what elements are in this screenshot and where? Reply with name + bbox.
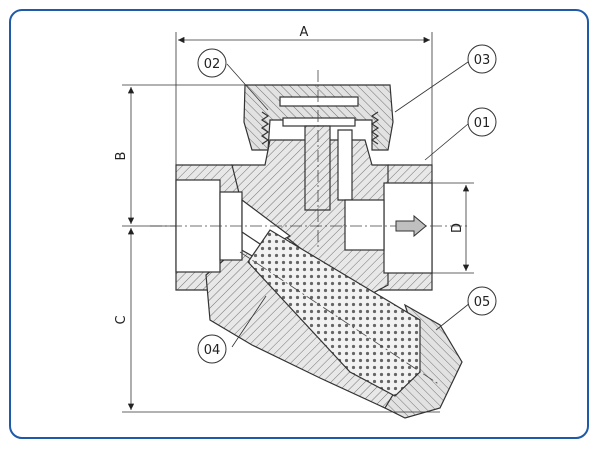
dimension-b-label: B	[114, 152, 129, 161]
svg-text:02: 02	[204, 57, 221, 72]
svg-text:01: 01	[474, 116, 491, 131]
callout-04: 04	[197, 334, 227, 364]
callout-02: 02	[197, 48, 227, 78]
callout-01: 01	[467, 107, 497, 137]
dimension-a-label: A	[300, 25, 309, 40]
svg-text:04: 04	[204, 343, 221, 358]
svg-text:05: 05	[474, 295, 491, 310]
dimension-d-label: D	[450, 223, 465, 233]
dimension-lines	[122, 32, 474, 413]
svg-text:03: 03	[474, 53, 491, 68]
flow-arrow-icon	[395, 214, 427, 238]
stem-disc	[282, 117, 356, 211]
callout-leaders	[226, 61, 471, 348]
dimension-c-label: C	[114, 315, 129, 324]
callout-03: 03	[467, 44, 497, 74]
callout-05: 05	[467, 286, 497, 316]
